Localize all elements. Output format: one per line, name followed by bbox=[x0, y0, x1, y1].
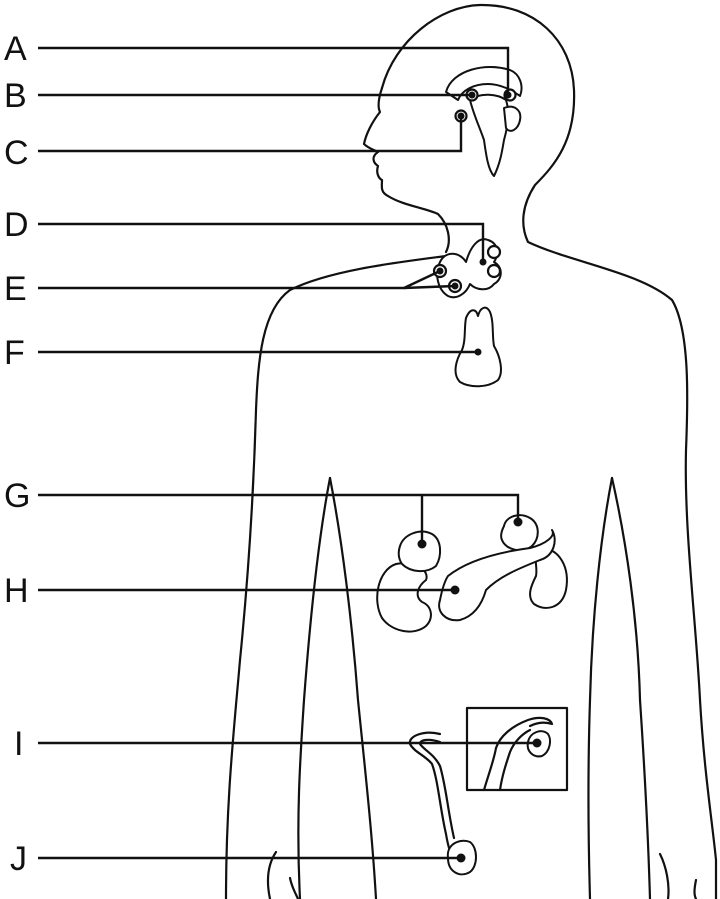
leader-e-lower bbox=[403, 284, 456, 290]
right-hand bbox=[658, 852, 670, 899]
pancreas bbox=[438, 529, 556, 622]
vas-deferens-inner bbox=[418, 738, 456, 840]
leader-e bbox=[38, 269, 441, 290]
body-outline bbox=[224, 3, 718, 899]
left-hand-2 bbox=[288, 876, 300, 899]
left-inner-arm bbox=[297, 476, 332, 899]
target-dots bbox=[436, 91, 512, 356]
label-c: C bbox=[4, 134, 29, 172]
leader-g bbox=[38, 493, 520, 522]
dot-e-upper bbox=[436, 267, 444, 275]
right-adrenal bbox=[500, 514, 539, 552]
label-j: J bbox=[10, 840, 27, 878]
thyroid-lobe-ring-1 bbox=[486, 244, 502, 260]
vas-deferens-outer bbox=[408, 731, 454, 858]
leader-lines bbox=[38, 46, 537, 860]
uterus-tube bbox=[482, 716, 554, 792]
dot-c bbox=[457, 112, 465, 120]
thyroid-structures bbox=[432, 238, 502, 299]
label-i: I bbox=[14, 725, 23, 763]
label-h: H bbox=[4, 572, 29, 610]
brain-corpus-callosum bbox=[445, 66, 523, 101]
label-f: F bbox=[4, 334, 25, 372]
left-hand bbox=[266, 850, 278, 899]
dot-f bbox=[474, 348, 482, 356]
face-profile bbox=[362, 86, 450, 254]
thymus-gland bbox=[454, 306, 502, 388]
leader-a bbox=[38, 46, 510, 95]
label-b: B bbox=[4, 77, 27, 115]
ovary-inset bbox=[465, 706, 569, 792]
right-hand-2 bbox=[693, 878, 698, 899]
inset-frame bbox=[465, 706, 569, 792]
thyroid-lobe-ring-2 bbox=[486, 263, 502, 279]
abdominal-glands bbox=[376, 514, 568, 633]
dot-a bbox=[504, 91, 512, 99]
left-kidney bbox=[376, 562, 432, 633]
right-kidney bbox=[529, 547, 568, 609]
letter-labels: A B C D E F G H I J bbox=[4, 30, 30, 878]
left-adrenal bbox=[397, 530, 442, 572]
right-inner-arm bbox=[587, 476, 614, 899]
label-a: A bbox=[4, 30, 27, 68]
label-d: D bbox=[4, 206, 29, 244]
label-g: G bbox=[4, 477, 30, 515]
body-outline-left bbox=[380, 3, 718, 899]
brain-stem bbox=[469, 93, 510, 177]
label-e: E bbox=[4, 270, 27, 308]
right-arm-side bbox=[610, 476, 652, 899]
leader-c bbox=[38, 116, 463, 153]
dot-d bbox=[479, 258, 487, 266]
leader-d bbox=[38, 222, 485, 262]
brain-structures bbox=[445, 66, 523, 177]
left-arm-side bbox=[328, 476, 378, 899]
dot-e-lower bbox=[451, 282, 459, 290]
cerebellum bbox=[503, 105, 522, 132]
dot-b bbox=[468, 91, 476, 99]
uterus-tube-2 bbox=[498, 728, 532, 792]
